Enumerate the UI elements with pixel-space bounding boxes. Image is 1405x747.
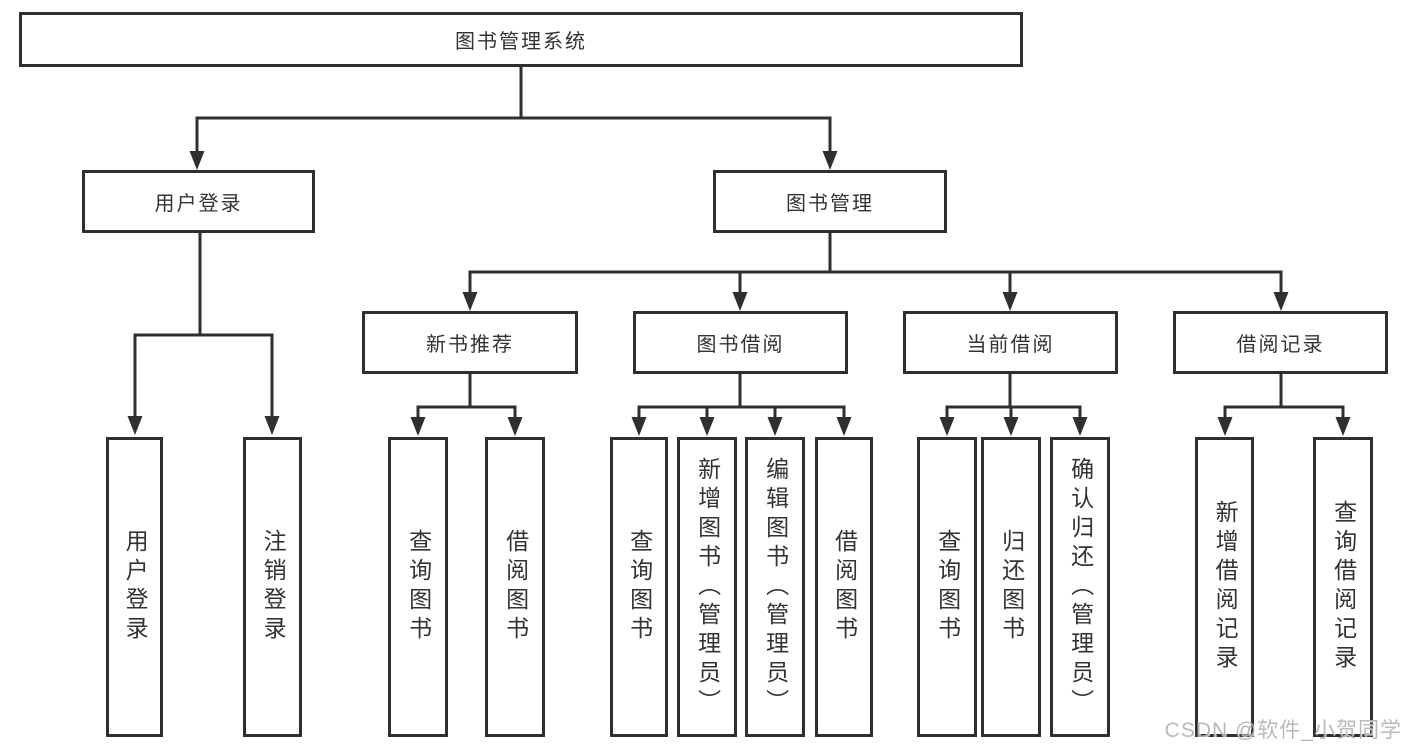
leaf-borrow-books-recommend: 借阅图书 — [485, 437, 545, 737]
node-book-borrowing-label: 图书借阅 — [696, 334, 785, 356]
leaf-query-borrow-record-label: 查询借阅记录 — [1330, 500, 1357, 674]
leaf-borrow-books-recommend-label: 借阅图书 — [502, 529, 529, 645]
node-system-root: 图书管理系统 — [19, 12, 1023, 67]
leaf-confirm-return-admin: 确认归还（管理员） — [1050, 437, 1110, 737]
leaf-add-book-admin-label: 新增图书（管理员） — [694, 456, 721, 718]
leaf-query-books-recommend: 查询图书 — [388, 437, 448, 737]
node-borrow-records: 借阅记录 — [1173, 311, 1388, 374]
csdn-watermark: CSDN @软件_小贺同学 — [1164, 719, 1402, 742]
leaf-edit-book-admin-label: 编辑图书（管理员） — [762, 456, 789, 718]
node-current-borrowing: 当前借阅 — [903, 311, 1118, 374]
leaf-query-books-current: 查询图书 — [917, 437, 977, 737]
leaf-user-login: 用户登录 — [106, 437, 163, 737]
arrowheads — [127, 151, 1351, 436]
leaf-add-borrow-record-label: 新增借阅记录 — [1212, 500, 1239, 674]
node-new-book-recommend: 新书推荐 — [362, 311, 578, 374]
node-user-login-label: 用户登录 — [154, 193, 243, 215]
leaf-user-login-label: 用户登录 — [122, 529, 149, 645]
leaf-return-books: 归还图书 — [981, 437, 1041, 737]
node-borrow-records-label: 借阅记录 — [1236, 334, 1325, 356]
node-book-management-label: 图书管理 — [786, 193, 874, 215]
leaf-query-books-borrowing: 查询图书 — [610, 437, 668, 737]
node-user-login: 用户登录 — [82, 170, 315, 233]
leaf-confirm-return-admin-label: 确认归还（管理员） — [1067, 456, 1094, 718]
node-system-root-label: 图书管理系统 — [455, 31, 587, 53]
leaf-logout: 注销登录 — [243, 437, 302, 737]
leaf-query-borrow-record: 查询借阅记录 — [1313, 437, 1373, 737]
node-current-borrowing-label: 当前借阅 — [966, 334, 1055, 356]
leaf-add-book-admin: 新增图书（管理员） — [677, 437, 737, 737]
leaf-return-books-label: 归还图书 — [998, 529, 1025, 645]
leaf-edit-book-admin: 编辑图书（管理员） — [745, 437, 805, 737]
leaf-query-books-borrowing-label: 查询图书 — [626, 529, 653, 645]
leaf-query-books-recommend-label: 查询图书 — [405, 529, 432, 645]
leaf-borrow-books-borrowing: 借阅图书 — [815, 437, 873, 737]
leaf-borrow-books-borrowing-label: 借阅图书 — [831, 529, 858, 645]
node-new-book-recommend-label: 新书推荐 — [426, 334, 514, 356]
leaf-query-books-current-label: 查询图书 — [934, 529, 961, 645]
leaf-logout-label: 注销登录 — [260, 529, 287, 645]
leaf-add-borrow-record: 新增借阅记录 — [1195, 437, 1254, 737]
node-book-management: 图书管理 — [713, 170, 947, 233]
node-book-borrowing: 图书借阅 — [633, 311, 848, 374]
